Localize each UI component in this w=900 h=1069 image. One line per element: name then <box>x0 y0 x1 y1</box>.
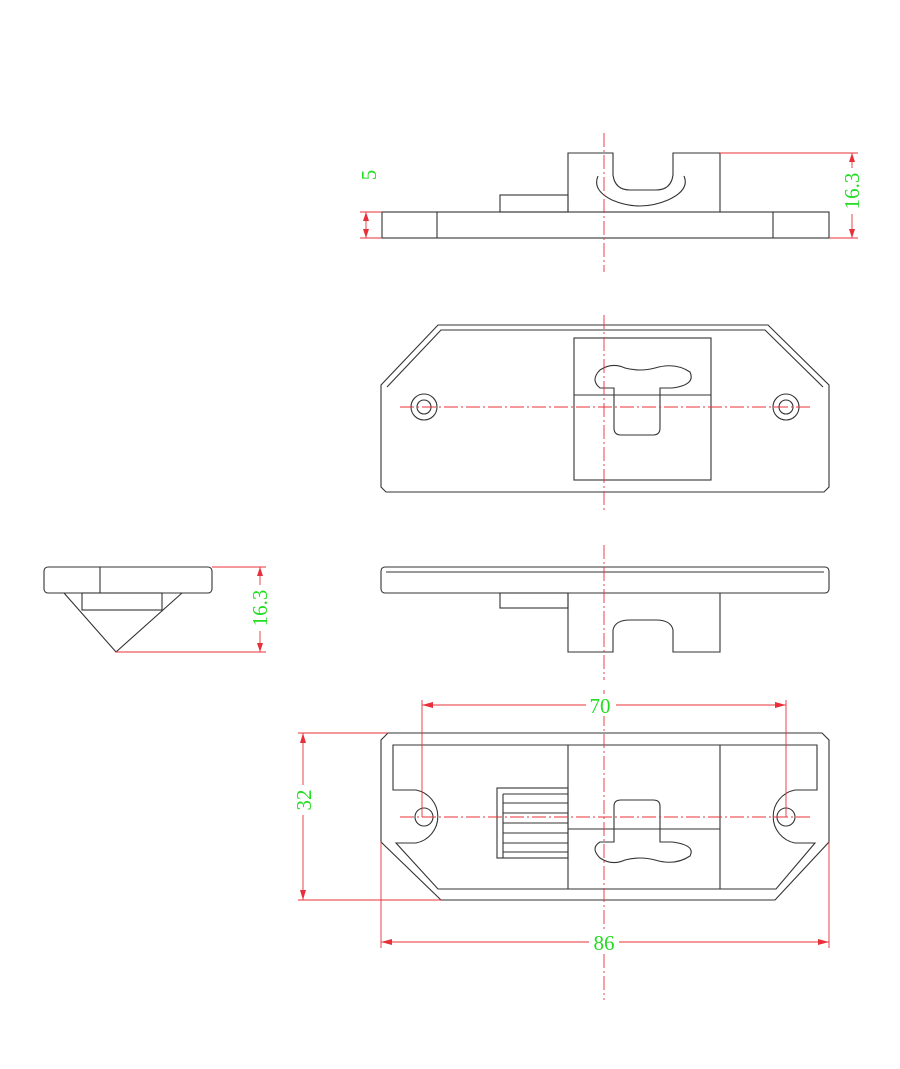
side-view-left: 16.3 <box>43 566 272 653</box>
side-view-front <box>380 545 830 680</box>
dimension-label-hole-spacing: 70 <box>590 694 611 718</box>
dimension-label-length: 86 <box>594 931 615 955</box>
dimension-label-left-height: 16.3 <box>248 590 272 627</box>
top-side-view: 5 16.3 <box>357 133 864 272</box>
dimension-label-width: 32 <box>292 790 316 811</box>
dimension-label-overall-height: 16.3 <box>840 173 864 210</box>
plan-view-top <box>380 315 830 512</box>
plan-view-bottom: 70 32 86 <box>292 690 830 1000</box>
dimension-label-plate-thickness: 5 <box>357 170 381 181</box>
ribbed-grip <box>502 793 568 858</box>
